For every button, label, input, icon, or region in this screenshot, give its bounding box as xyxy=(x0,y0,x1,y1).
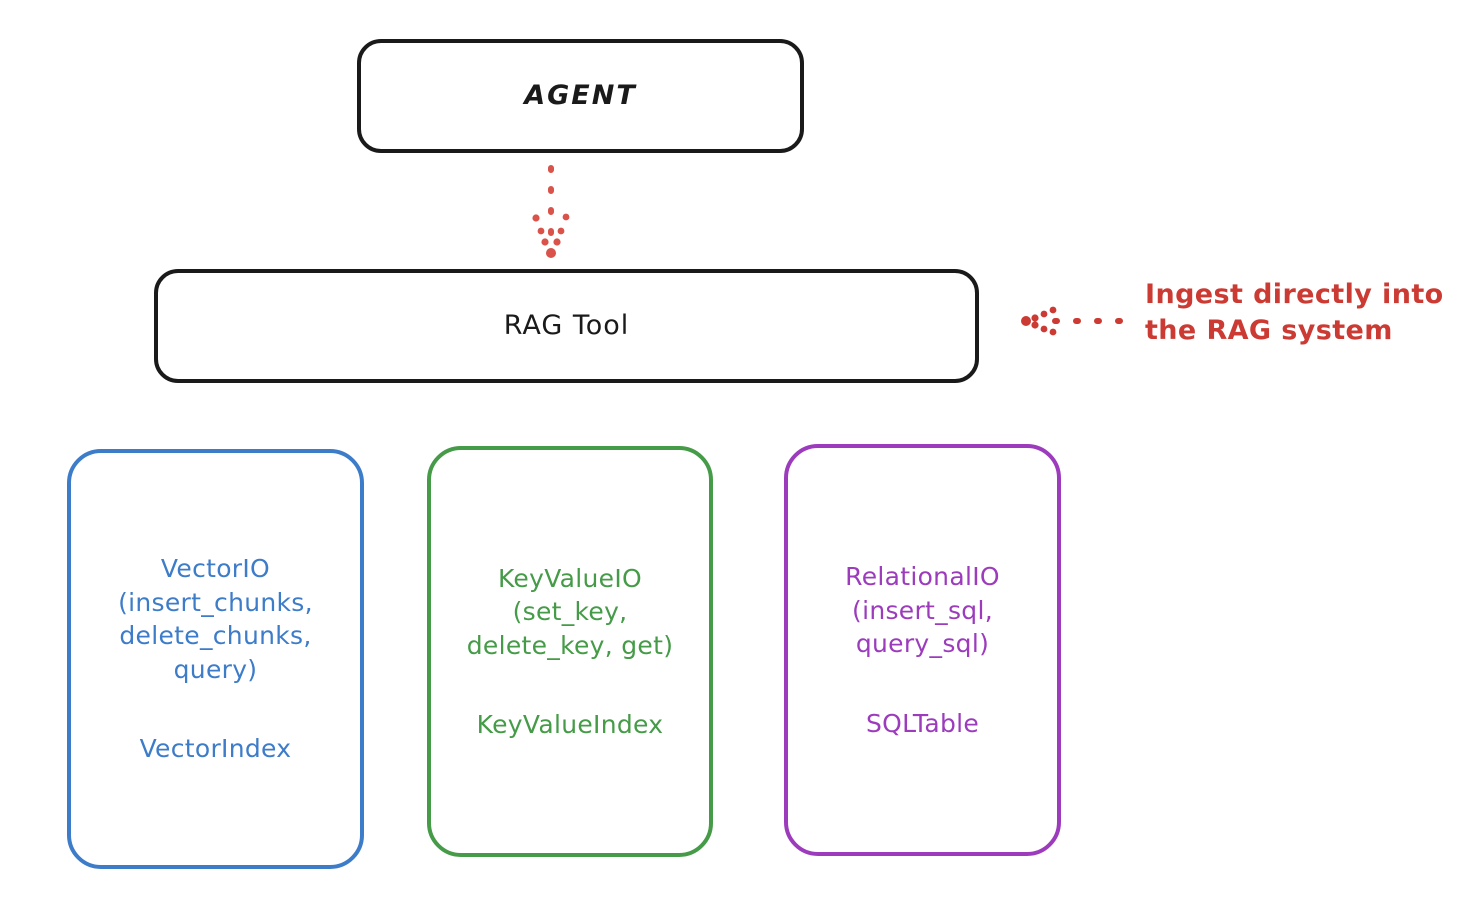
ingest-arrow xyxy=(1021,306,1136,336)
relational-io-content: RelationalIO (insert_sql, query_sql) SQL… xyxy=(788,560,1057,740)
vector-io-index-label: VectorIndex xyxy=(139,734,292,764)
vector-io-content: VectorIO (insert_chunks, delete_chunks, … xyxy=(71,552,360,766)
vector-io-node[interactable]: VectorIO (insert_chunks, delete_chunks, … xyxy=(67,449,364,869)
relational-io-node[interactable]: RelationalIO (insert_sql, query_sql) SQL… xyxy=(784,444,1061,856)
agent-node-label: AGENT xyxy=(524,79,637,111)
vector-io-api-label: VectorIO (insert_chunks, delete_chunks, … xyxy=(118,554,313,684)
key-value-io-api-label: KeyValueIO (set_key, delete_key, get) xyxy=(466,563,674,660)
key-value-io-index-label: KeyValueIndex xyxy=(476,710,664,739)
ingest-annotation-text: Ingest directly into the RAG system xyxy=(1145,279,1444,346)
relational-io-index-label: SQLTable xyxy=(865,708,980,738)
key-value-io-content: KeyValueIO (set_key, delete_key, get) Ke… xyxy=(431,562,709,742)
key-value-io-node[interactable]: KeyValueIO (set_key, delete_key, get) Ke… xyxy=(427,446,713,857)
relational-io-api-label: RelationalIO (insert_sql, query_sql) xyxy=(845,562,1000,658)
agent-to-rag-tool-arrow xyxy=(532,165,570,258)
rag-tool-node-label: RAG Tool xyxy=(503,309,630,341)
agent-node[interactable]: AGENT xyxy=(357,39,804,153)
rag-tool-node[interactable]: RAG Tool xyxy=(154,269,979,383)
